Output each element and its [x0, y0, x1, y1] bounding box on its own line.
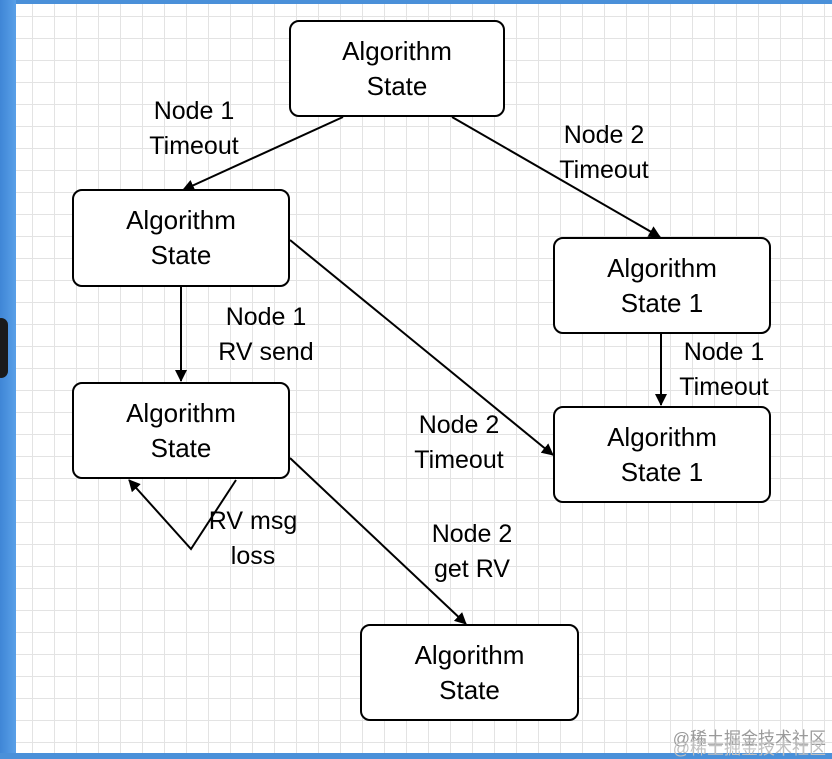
window-left-border [0, 0, 16, 753]
edge-label-line1: Node 1 [683, 338, 765, 366]
edge-label-node1-timeout-top: Node 1 Timeout [130, 94, 258, 164]
edge-label-line1: Node 2 [431, 520, 513, 548]
node-label-line1: Algorithm [607, 252, 717, 283]
node-algorithm-state-bottom: Algorithm State [360, 624, 579, 721]
node-label-line1: Algorithm [607, 421, 717, 452]
edge-label-rv-msg-loss: RV msg loss [203, 504, 303, 574]
node-label-line1: Algorithm [126, 205, 236, 235]
node-label-line2: State [150, 432, 212, 463]
edge-self-loop-rv-msg-loss [128, 479, 237, 551]
edge-label-node2-timeout-top: Node 2 Timeout [540, 118, 668, 188]
node-algorithm-state-left-lower: Algorithm State [72, 382, 290, 479]
edge-label-node1-timeout-right: Node 1 Timeout [660, 335, 788, 405]
node-algorithm-state1-right-upper: Algorithm State 1 [553, 237, 771, 334]
edge-label-line2: RV send [218, 338, 314, 366]
edge-label-line2: Timeout [559, 156, 649, 184]
edge-left-lower-to-bottom [289, 457, 467, 625]
node-algorithm-state1-right-lower: Algorithm State 1 [553, 406, 771, 503]
edge-top-to-right-upper [451, 116, 661, 238]
edge-label-line1: RV msg [208, 507, 298, 535]
edge-label-line2: Timeout [679, 373, 769, 401]
edge-label-line1: Node 1 [153, 97, 235, 125]
edge-label-node2-get-rv: Node 2 get RV [408, 517, 536, 587]
edge-left-upper-to-right-lower [289, 239, 554, 456]
edge-label-line1: Node 1 [225, 303, 307, 331]
edge-label-line2: Timeout [414, 446, 504, 474]
node-label-line1: Algorithm [414, 639, 525, 670]
node-algorithm-state-left-upper: Algorithm State [72, 189, 290, 287]
edge-label-line2: Timeout [149, 132, 239, 160]
node-label-line2: State [150, 240, 212, 270]
node-label-line2: State 1 [620, 287, 704, 318]
node-label-line2: State [366, 70, 428, 101]
node-label-line2: State 1 [620, 456, 704, 487]
node-label-line1: Algorithm [126, 397, 236, 428]
edge-label-node1-rv-send: Node 1 RV send [202, 300, 330, 370]
window-top-border [0, 0, 832, 4]
node-label-line2: State [439, 674, 500, 705]
watermark: @稀土掘金技术社区 @稀土掘金技术社区 [672, 729, 826, 758]
watermark-shadow-text: @稀土掘金技术社区 [672, 739, 826, 758]
edge-label-line2: get RV [434, 555, 510, 583]
edge-label-node2-timeout-mid: Node 2 Timeout [395, 408, 523, 478]
watermark-text: @稀土掘金技术社区 [672, 729, 826, 748]
edge-label-line1: Node 2 [418, 411, 500, 439]
node-label-line1: Algorithm [342, 35, 452, 66]
edge-top-to-left-upper [182, 116, 344, 191]
edge-label-line1: Node 2 [563, 121, 645, 149]
edge-label-line2: loss [230, 542, 276, 570]
node-algorithm-state-top: Algorithm State [289, 20, 505, 117]
